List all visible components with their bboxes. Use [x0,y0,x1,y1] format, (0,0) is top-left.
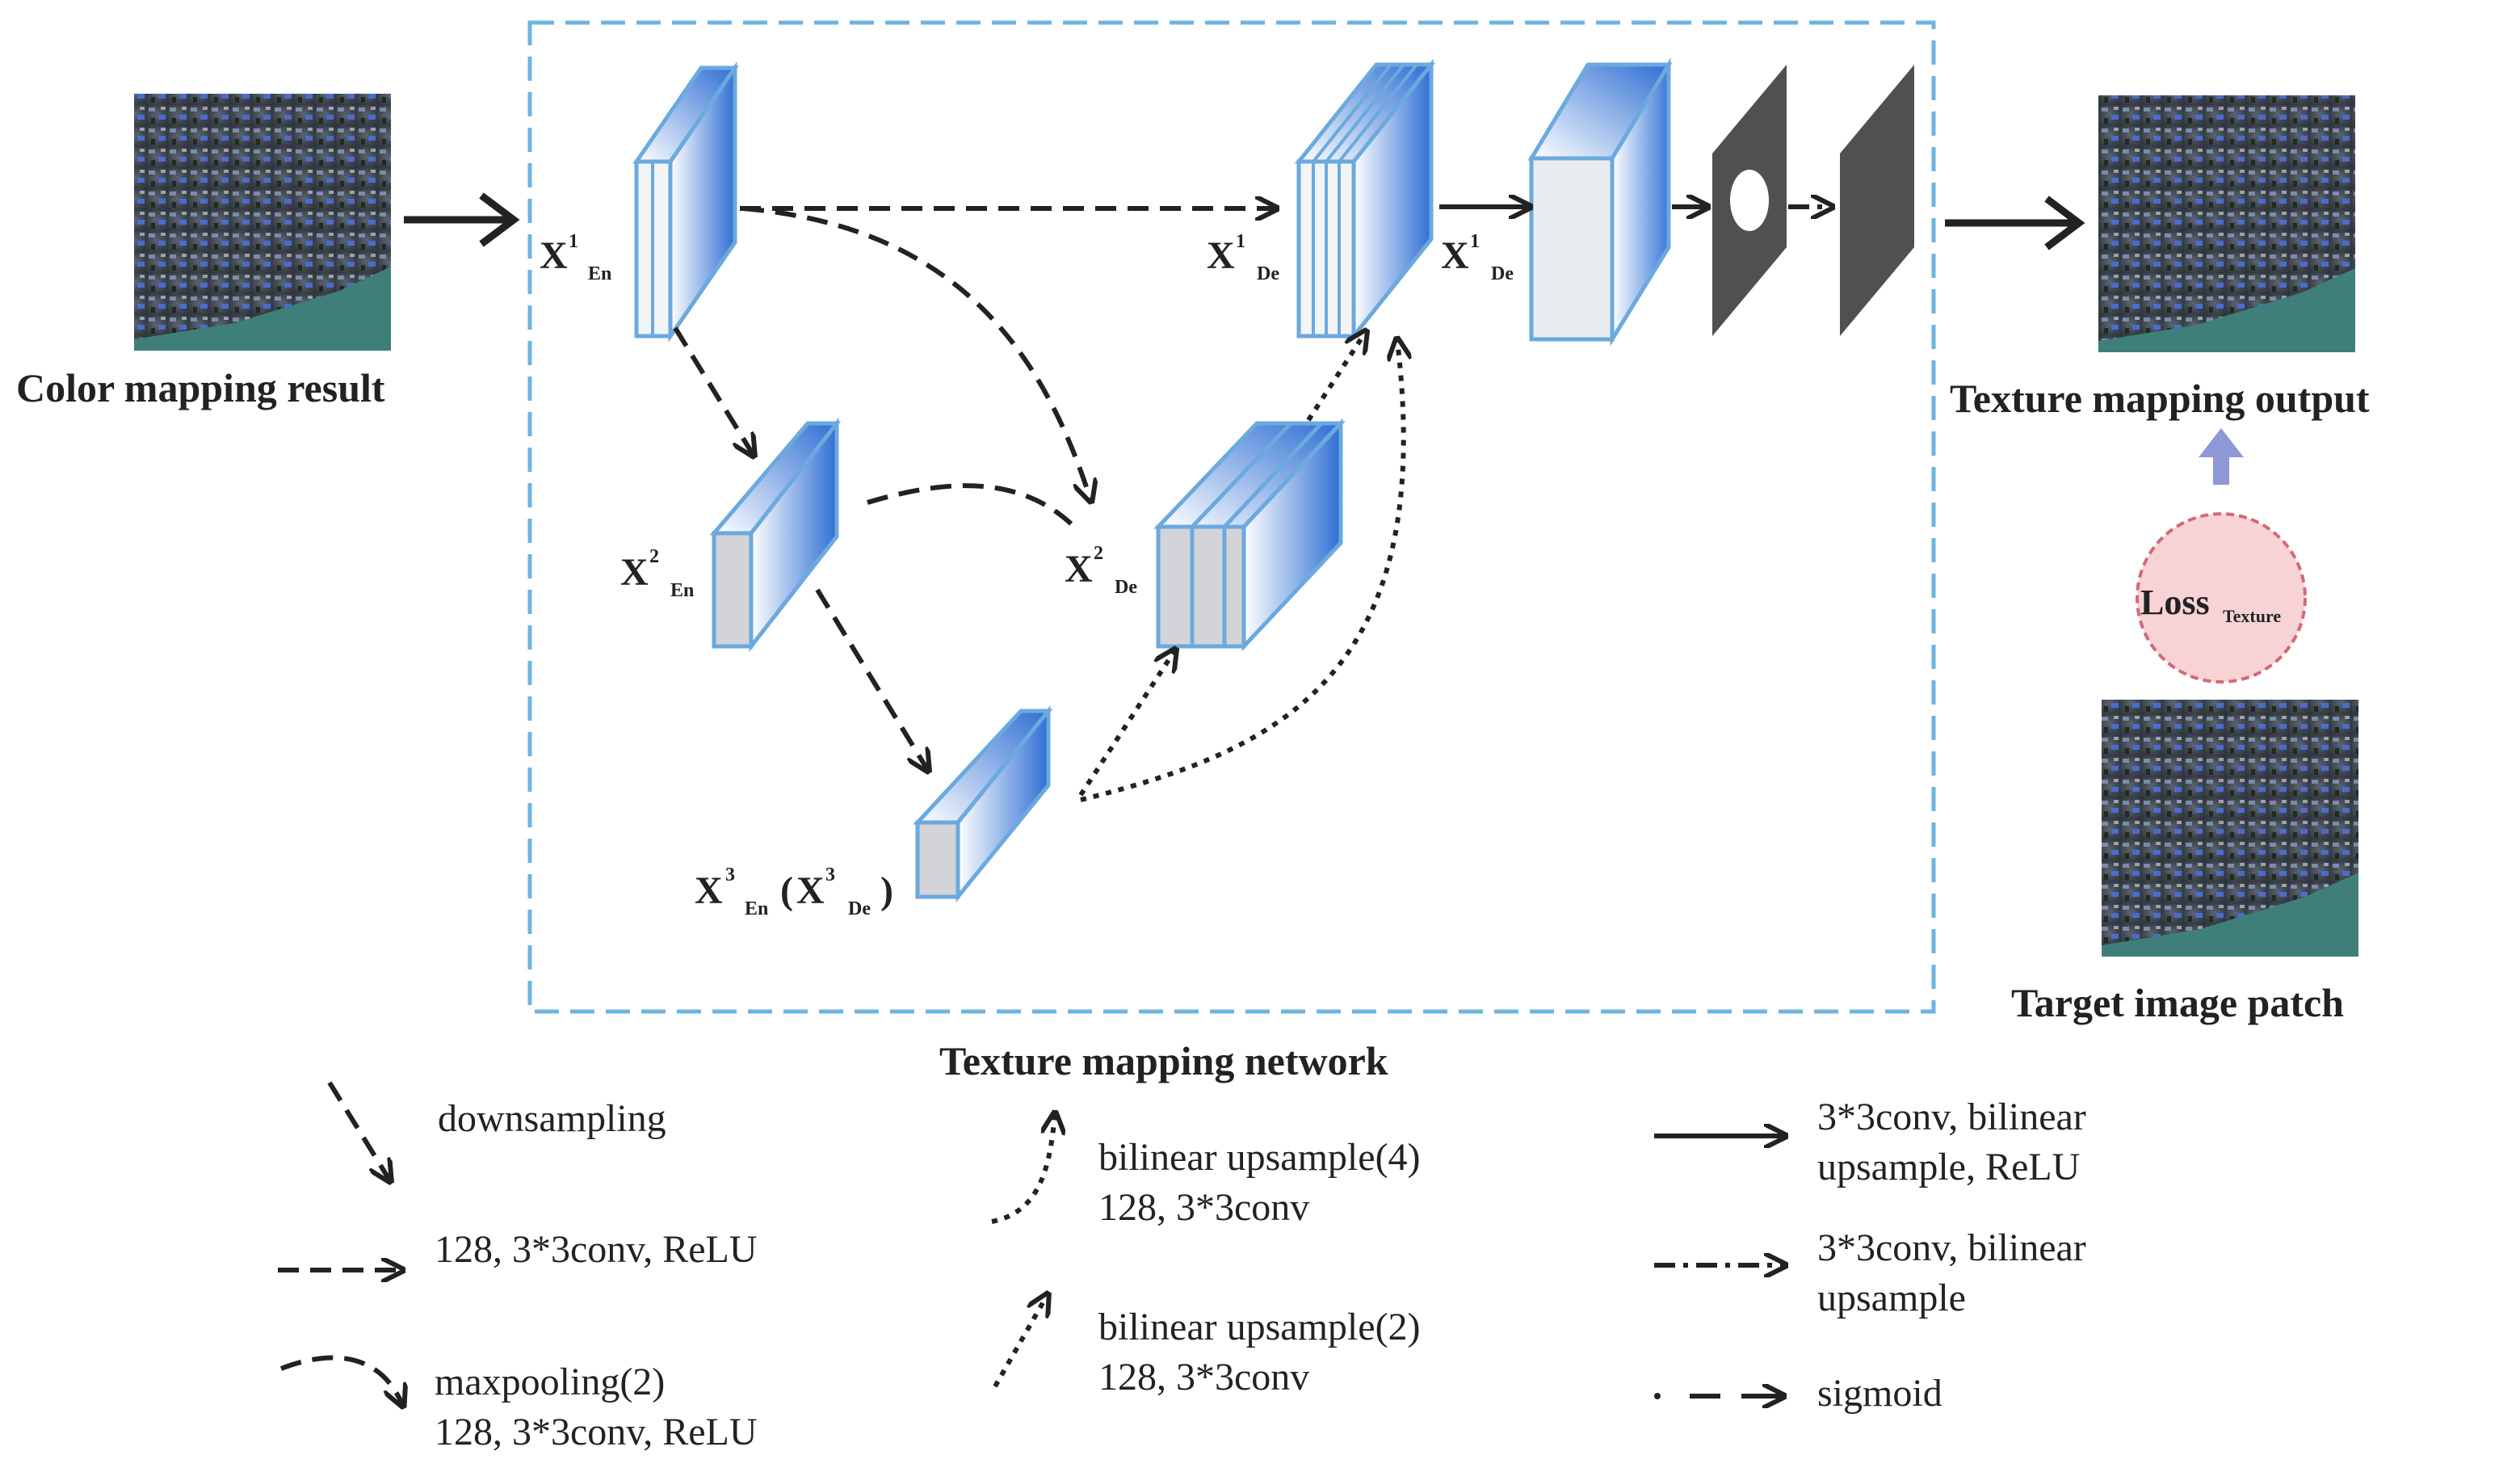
legend-solid-text-1: 3*3conv, bilinear [1817,1096,2086,1138]
loss-sub-label: Texture [2223,606,2281,626]
decoder-block-2 [1153,418,1346,652]
loss-texture-node: Loss Texture [2136,428,2307,684]
upsample2-enc3-dec2 [1078,651,1174,797]
dark-plane-2 [1840,65,1914,336]
legend-conv-relu-text: 128, 3*3conv, ReLU [435,1228,758,1271]
legend-maxpool-text-1: maxpooling(2) [435,1361,665,1403]
legend-dashdot-text-1: 3*3conv, bilinear [1817,1226,2086,1269]
legend-sigmoid-arrow [1654,1393,1782,1399]
svg-text:En: En [670,580,694,601]
svg-text:En: En [588,263,611,284]
svg-text:(: ( [780,869,793,912]
input-arrow [404,192,520,247]
svg-text:De: De [1115,577,1137,598]
upsample2-dec2-dec1 [1306,333,1365,422]
texture-output-image [2098,95,2355,352]
legend-downsampling-arrow [327,1081,389,1180]
svg-text:3: 3 [725,864,735,885]
svg-text:2: 2 [649,546,659,567]
label-x1-de: X 1 De [1207,231,1279,284]
legend-dashdot-text-2: upsample [1817,1277,1966,1319]
legend-bilinear2-text-2: 128, 3*3conv [1098,1356,1309,1399]
color-mapping-result-label: Color mapping result [16,365,385,410]
upsample4-enc3-dec1 [1080,341,1404,802]
decoder-block-1 [1294,58,1436,343]
encoder-block-3 [913,705,1053,903]
svg-text:X: X [1207,234,1235,277]
legend: downsampling 128, 3*3conv, ReLU maxpooli… [278,1081,2086,1453]
svg-text:De: De [848,898,871,919]
label-x2-en: X 2 En [620,546,694,601]
legend-maxpool-text-2: 128, 3*3conv, ReLU [435,1411,758,1453]
maxpool-enc2-dec2 [867,483,1080,532]
output-arrow [1945,196,2085,250]
svg-text:X: X [695,869,723,912]
legend-sigmoid-text: sigmoid [1817,1372,1942,1415]
svg-text:X: X [620,551,649,594]
svg-text:): ) [880,869,893,912]
svg-text:X: X [1441,234,1469,277]
legend-downsampling-text: downsampling [438,1097,666,1140]
svg-text:1: 1 [1236,231,1245,252]
legend-solid-text-2: upsample, ReLU [1817,1146,2080,1188]
texture-network-frame [527,20,1936,1014]
svg-text:3: 3 [825,864,835,885]
legend-bilinear4-arrow [991,1115,1055,1224]
label-x1-de-out: X 1 De [1441,231,1514,284]
dark-plane-1 [1712,65,1787,336]
down-enc2-enc3 [815,588,927,769]
svg-text:X: X [1065,548,1093,591]
svg-text:1: 1 [1470,231,1480,252]
encoder-block-2 [709,417,842,653]
decoder-output-block [1527,57,1673,347]
target-image-patch-image [2102,700,2358,957]
svg-text:X: X [796,869,825,912]
svg-text:En: En [745,898,768,919]
loss-label: Loss [2140,583,2210,622]
legend-bilinear2-arrow [993,1296,1047,1388]
svg-text:1: 1 [569,231,578,252]
texture-mapping-output-label: Texture mapping output [1950,376,2370,421]
svg-text:De: De [1257,263,1279,284]
label-x3-en-de: X 3 En ( X 3 De ) [695,864,893,919]
texture-network-label: Texture mapping network [939,1038,1388,1083]
legend-bilinear2-text-1: bilinear upsample(2) [1098,1306,1421,1348]
encoder-block-1 [632,61,739,343]
down-enc1-enc2 [673,326,753,454]
svg-text:X: X [540,234,568,277]
maxpool-enc1-dec2 [742,206,1090,499]
svg-text:De: De [1491,263,1514,284]
target-image-patch-label: Target image patch [2011,980,2344,1025]
label-x1-en: X 1 En [540,231,611,284]
label-x2-de: X 2 De [1065,543,1137,598]
color-mapping-image [134,94,391,351]
legend-bilinear4-text-1: bilinear upsample(4) [1098,1136,1421,1179]
legend-bilinear4-text-2: 128, 3*3conv [1098,1186,1309,1229]
svg-text:2: 2 [1094,543,1103,564]
legend-maxpool-arrow [279,1355,402,1404]
